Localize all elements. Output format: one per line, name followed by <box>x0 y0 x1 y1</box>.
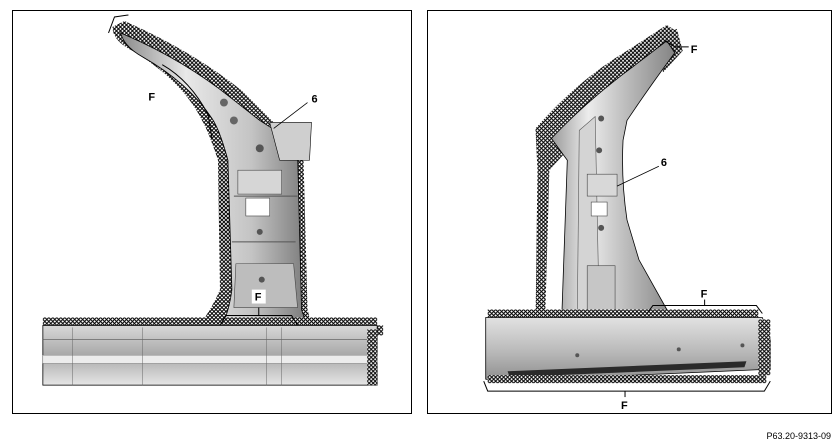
sill-hatch <box>487 309 759 320</box>
sill-hatch <box>42 317 378 330</box>
flange-label-bg <box>251 289 266 304</box>
flange-label-top: F <box>148 92 155 104</box>
hole <box>575 353 580 358</box>
cutout <box>590 201 608 217</box>
hole <box>676 347 681 352</box>
rocker-lower-edge <box>507 361 747 378</box>
weld-flange-hatch <box>535 24 679 326</box>
reinforcement-pad <box>586 173 618 197</box>
right-pillar-illustration: 6 F F F <box>483 24 771 412</box>
hole <box>229 116 238 125</box>
right-view-panel: 6 F F F <box>427 10 832 414</box>
hole <box>596 147 603 154</box>
flange-bracket-top-curve <box>162 64 213 139</box>
hole <box>258 276 265 283</box>
part-leader-line <box>616 165 660 187</box>
rocker-bottom-hatch <box>487 375 767 384</box>
upper-bracket <box>269 122 312 161</box>
left-view-panel: 6 F F <box>12 10 412 414</box>
flange-bracket-top <box>664 40 689 48</box>
reinforcement-pad <box>237 169 282 195</box>
hole <box>740 343 745 348</box>
flange-bracket-top <box>108 14 129 34</box>
rocker-stripe <box>42 355 378 364</box>
part-number-label: 6 <box>312 94 318 106</box>
pillar-panel <box>119 32 309 328</box>
part-leader-line <box>273 102 308 129</box>
pillar-foot <box>233 263 298 308</box>
flange-label-top: F <box>691 44 698 56</box>
hole <box>256 228 263 235</box>
figure-reference: P63.20-9313-09 <box>766 431 831 441</box>
part-number-label: 6 <box>661 157 667 169</box>
hole <box>255 144 264 153</box>
flange-bracket-bottom <box>483 380 771 392</box>
hole <box>219 98 228 107</box>
hole <box>598 224 605 231</box>
flange-label-bottom: F <box>621 400 628 412</box>
cutout <box>245 197 271 217</box>
flange-label-bottom: F <box>255 292 262 304</box>
rocker-end-hatch <box>758 319 771 376</box>
left-pillar-illustration: 6 F F <box>42 14 384 386</box>
rocker-end-hatch <box>367 329 378 386</box>
hole <box>598 115 605 122</box>
flange-label-right: F <box>701 289 708 301</box>
